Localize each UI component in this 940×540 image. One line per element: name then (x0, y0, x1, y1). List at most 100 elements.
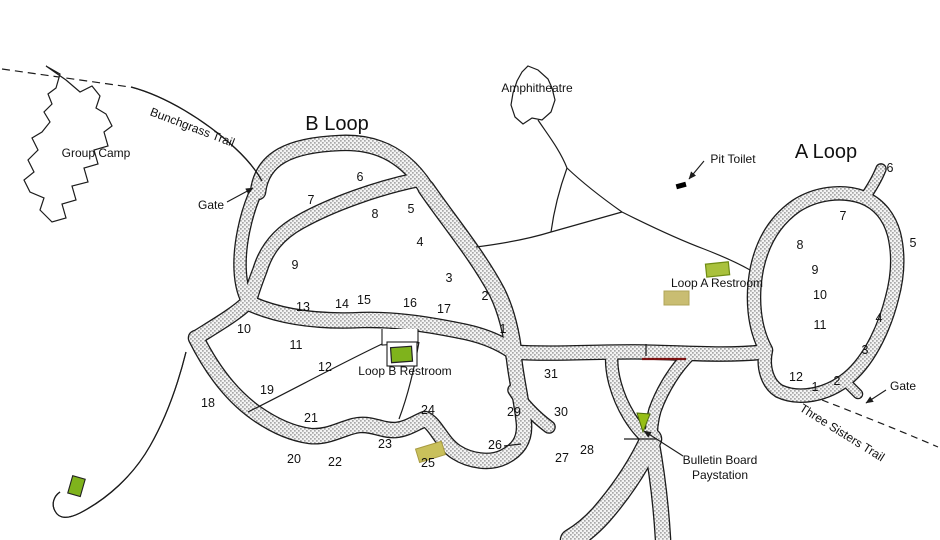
group-camp-boundary (23, 65, 113, 223)
a-loop-title: A Loop (795, 141, 857, 163)
a-site-4: 4 (876, 311, 883, 325)
b-loop-bottom-road (189, 331, 532, 468)
b-site-13: 13 (296, 300, 310, 314)
b-site-26: 26 (488, 438, 502, 452)
a-site-3: 3 (862, 343, 869, 357)
a-site-12: 12 (789, 370, 803, 384)
b-site-19: 19 (260, 383, 274, 397)
trails (1, 68, 939, 518)
pit-toilet-arrow-icon (688, 160, 705, 180)
b-loop-title: B Loop (305, 113, 368, 135)
a-site-5: 5 (910, 236, 917, 250)
leader-arrows (226, 160, 887, 457)
bulletin-board-arrow-icon (643, 430, 684, 457)
b-site-3: 3 (446, 271, 453, 285)
three-sisters-trail-label: Three Sisters Trail (797, 401, 887, 464)
b-site-30: 30 (554, 405, 568, 419)
a-site-8: 8 (797, 238, 804, 252)
main-road (505, 345, 771, 361)
a-loop-trailhead (840, 376, 862, 398)
b-loop-top-road (251, 135, 433, 199)
pit-toilet-marker (675, 181, 687, 190)
b-site-29: 29 (507, 405, 521, 419)
b-site-14: 14 (335, 297, 349, 311)
yellow-structure (414, 440, 447, 464)
a-site-11: 11 (814, 318, 827, 332)
structures (67, 181, 731, 498)
a-site-2: 2 (834, 374, 841, 388)
trail-triangle-left (550, 167, 568, 233)
three-sisters-trail-dashed (821, 399, 939, 448)
b-site-10: 10 (237, 322, 251, 336)
a-site-6: 6 (887, 161, 894, 175)
gate-b-arrow-icon (226, 187, 254, 203)
south-road-fork (644, 432, 670, 540)
b-site-11: 11 (290, 338, 303, 352)
small-green-structure (67, 475, 86, 498)
gate-b-label: Gate (198, 198, 224, 212)
b-loop-inner-path-west (247, 343, 383, 413)
b-site-2: 2 (482, 289, 489, 303)
amphitheatre-access-trail (537, 119, 568, 169)
b-site-5: 5 (408, 202, 415, 216)
south-road (561, 429, 661, 540)
b-site-9: 9 (292, 258, 299, 272)
bulletin-board-label-line2: Paystation (692, 468, 748, 482)
b-site-21: 21 (304, 411, 318, 425)
site-26-pointer-line (503, 443, 522, 447)
area-outlines (23, 65, 556, 346)
loop-a-restroom-building (704, 261, 731, 278)
bunchgrass-trail-dashed-segment (1, 68, 131, 88)
b-site-1: 1 (500, 322, 507, 336)
trail-to-a-loop (621, 211, 751, 271)
a-site-7: 7 (840, 209, 847, 223)
b-loop-center-road (242, 296, 519, 358)
b-site-18: 18 (201, 396, 215, 410)
b-site-22: 22 (328, 455, 342, 469)
b-site-6: 6 (357, 170, 364, 184)
b-loop-culdesac (508, 384, 555, 433)
bunchgrass-trail-inner (130, 86, 263, 182)
bulletin-board-marker (636, 412, 651, 434)
b-site-23: 23 (378, 437, 392, 451)
b-site-12: 12 (318, 360, 332, 374)
road-surfaces (189, 135, 904, 540)
a-site-9: 9 (812, 263, 819, 277)
b-site-16: 16 (403, 296, 417, 310)
b-site-25: 25 (421, 456, 435, 470)
a-loop-spur (859, 164, 886, 204)
b-site-24: 24 (421, 403, 435, 417)
b-site-8: 8 (372, 207, 379, 221)
trail-triangle-base (550, 211, 623, 233)
b-site-27: 27 (555, 451, 569, 465)
b-site-4: 4 (417, 235, 424, 249)
amphitheatre-label: Amphitheatre (501, 81, 573, 95)
b-site-20: 20 (287, 452, 301, 466)
a-loop-ring-road (748, 187, 904, 402)
b-site-31: 31 (544, 367, 558, 381)
b-loop-site-numbers: 1 2 3 4 5 6 7 8 9 10 11 12 13 14 15 16 1… (201, 170, 594, 470)
trail-triangle-right (566, 167, 623, 213)
southwest-spur-trail-inner (52, 351, 187, 518)
a-loop-site-numbers: 1 2 3 4 5 6 7 8 9 10 11 12 (789, 161, 916, 394)
b-site-15: 15 (357, 293, 371, 307)
bulletin-board-label-line1: Bulletin Board (683, 453, 758, 467)
bunchgrass-trail-label: Bunchgrass Trail (148, 105, 236, 150)
pit-toilet-label: Pit Toilet (710, 152, 756, 166)
b-site-17: 17 (437, 302, 451, 316)
loop-b-restroom-label: Loop B Restroom (358, 364, 451, 378)
b-loop-left-road (234, 190, 260, 308)
trail-to-b-loop (475, 231, 552, 248)
b-site-28: 28 (580, 443, 594, 457)
group-camp-label: Group Camp (62, 146, 131, 160)
b-loop-right-road (418, 180, 522, 364)
b-site-7: 7 (308, 193, 315, 207)
gate-a-label: Gate (890, 379, 916, 393)
tan-structure (663, 290, 690, 306)
b-loop-middle-branch (242, 173, 423, 310)
gate-a-arrow-icon (865, 389, 887, 404)
amphitheatre-boundary (510, 65, 556, 125)
a-site-1: 1 (812, 380, 819, 394)
